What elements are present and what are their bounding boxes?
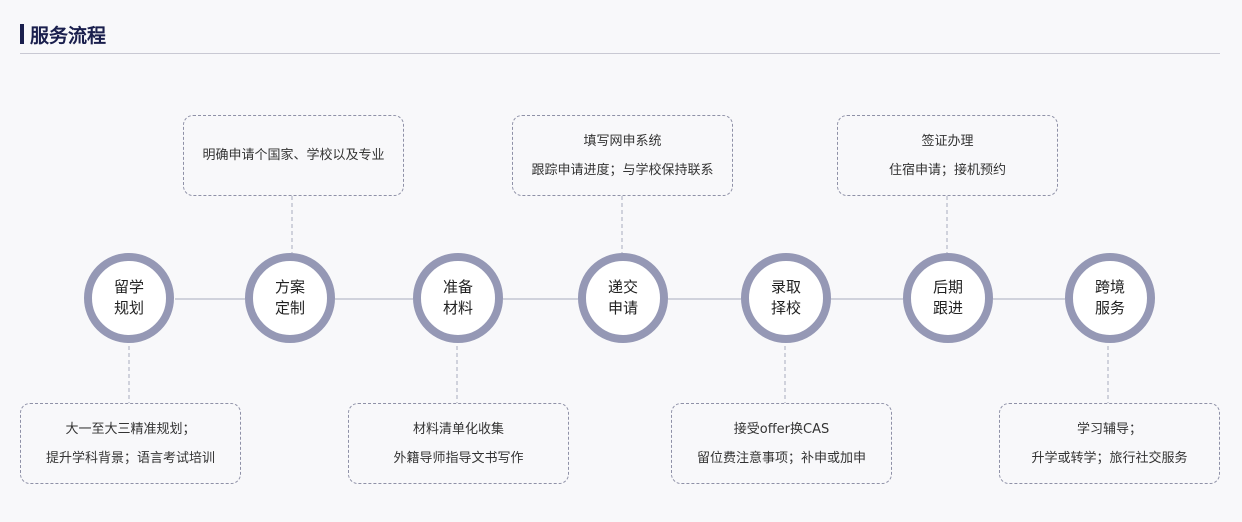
step-6-line-1: 后期 — [932, 278, 963, 296]
step-circle-2: 方案 定制 — [245, 253, 335, 343]
step-circle-6: 后期 跟进 — [903, 253, 993, 343]
top-box-2-line-1: 填写网申系统 — [583, 133, 662, 149]
step-4-line-2: 申请 — [607, 299, 638, 317]
bottom-box-4-line-1: 学习辅导； — [1076, 421, 1142, 437]
bottom-box-3: 接受offer换CAS 留位费注意事项；补申或加申 — [671, 403, 892, 484]
step-3-line-1: 准备 — [442, 278, 473, 296]
title-divider — [20, 53, 1220, 54]
page-title: 服务流程 — [30, 24, 107, 47]
step-circle-3: 准备 材料 — [413, 253, 503, 343]
step-1-line-1: 留学 — [113, 278, 144, 296]
step-circle-4: 递交 申请 — [578, 253, 668, 343]
bottom-box-2: 材料清单化收集 外籍导师指导文书写作 — [348, 403, 569, 484]
bottom-box-3-line-2: 留位费注意事项；补申或加申 — [696, 450, 866, 466]
step-5-line-2: 择校 — [770, 299, 801, 317]
title-accent-bar — [20, 24, 24, 44]
top-box-2: 填写网申系统 跟踪申请进度；与学校保持联系 — [512, 115, 733, 196]
top-box-3: 签证办理 住宿申请；接机预约 — [837, 115, 1058, 196]
top-box-2-line-2: 跟踪申请进度；与学校保持联系 — [531, 162, 714, 178]
step-4-line-1: 递交 — [607, 278, 638, 296]
step-7-line-2: 服务 — [1094, 299, 1125, 317]
bottom-box-4: 学习辅导； 升学或转学；旅行社交服务 — [999, 403, 1220, 484]
bottom-box-3-line-1: 接受offer换CAS — [733, 421, 830, 437]
step-3-line-2: 材料 — [442, 299, 473, 317]
step-circle-7: 跨境 服务 — [1065, 253, 1155, 343]
step-circle-1: 留学 规划 — [84, 253, 174, 343]
bottom-box-1-line-2: 提升学科背景；语言考试培训 — [45, 450, 215, 466]
step-6-line-2: 跟进 — [932, 299, 963, 317]
bottom-box-1: 大一至大三精准规划； 提升学科背景；语言考试培训 — [20, 403, 241, 484]
bottom-box-1-line-1: 大一至大三精准规划； — [65, 421, 196, 437]
section-header: 服务流程 — [20, 22, 107, 47]
step-7-line-1: 跨境 — [1094, 278, 1125, 296]
step-2-line-1: 方案 — [274, 278, 305, 296]
bottom-box-4-line-2: 升学或转学；旅行社交服务 — [1031, 450, 1188, 466]
step-circle-5: 录取 择校 — [741, 253, 831, 343]
bottom-box-2-line-2: 外籍导师指导文书写作 — [393, 450, 524, 466]
bottom-box-2-line-1: 材料清单化收集 — [412, 421, 504, 437]
top-box-3-line-1: 签证办理 — [921, 133, 974, 149]
step-2-line-2: 定制 — [274, 299, 305, 317]
top-box-1: 明确申请个国家、学校以及专业 — [183, 115, 404, 196]
top-box-1-line-1: 明确申请个国家、学校以及专业 — [202, 148, 385, 163]
step-1-line-2: 规划 — [113, 299, 144, 317]
step-5-line-1: 录取 — [770, 278, 801, 296]
top-box-3-line-2: 住宿申请；接机预约 — [888, 162, 1006, 178]
